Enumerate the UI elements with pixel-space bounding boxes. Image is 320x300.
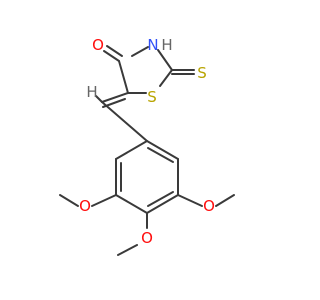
bonds — [59, 45, 235, 256]
atom-s-thione: S — [197, 64, 207, 82]
bond-c4-o-double-b — [106, 45, 123, 57]
bond-c2-s1 — [159, 69, 173, 87]
atom-n-imide: N — [147, 36, 158, 54]
bond-ar-o-right — [177, 194, 203, 207]
atom-labels: O N H S S H O O O — [79, 36, 215, 247]
bond-c5-c4 — [118, 60, 129, 94]
bond-ar-4-5 — [115, 194, 148, 214]
bond-ar-3-4 — [146, 194, 179, 214]
atom-h-vinyl: H — [86, 83, 97, 101]
bond-c5-vinyl-double-a — [101, 92, 129, 103]
atom-o-carbonyl: O — [92, 36, 104, 54]
bond-o-me-left — [59, 194, 79, 207]
bond-n3-c2 — [157, 49, 173, 71]
bond-c4-n3 — [131, 46, 149, 57]
bond-vinyl-aryl — [101, 101, 148, 142]
atom-o-methoxy-left: O — [79, 197, 91, 215]
structure-diagram: O N H S S H O O O — [59, 36, 235, 256]
molecule-canvas: O N H S S H O O O — [59, 36, 235, 256]
bond-o-me-right — [215, 194, 235, 207]
bond-ar-1-2 — [146, 140, 179, 160]
atom-s-ring: S — [147, 88, 157, 106]
bond-ar-3-4-inner — [147, 191, 174, 207]
atom-h-imide: H — [161, 36, 172, 54]
bond-c4-o-double-a — [103, 50, 120, 62]
bond-ar-1-2-inner — [147, 147, 174, 163]
bond-ar-6-1 — [115, 140, 148, 160]
atom-o-methoxy-right: O — [203, 197, 215, 215]
bond-o-me-bottom — [117, 244, 138, 256]
bond-vinyl-h — [95, 95, 103, 103]
atom-o-methoxy-bottom: O — [141, 229, 153, 247]
bond-ar-o-left — [91, 194, 117, 207]
